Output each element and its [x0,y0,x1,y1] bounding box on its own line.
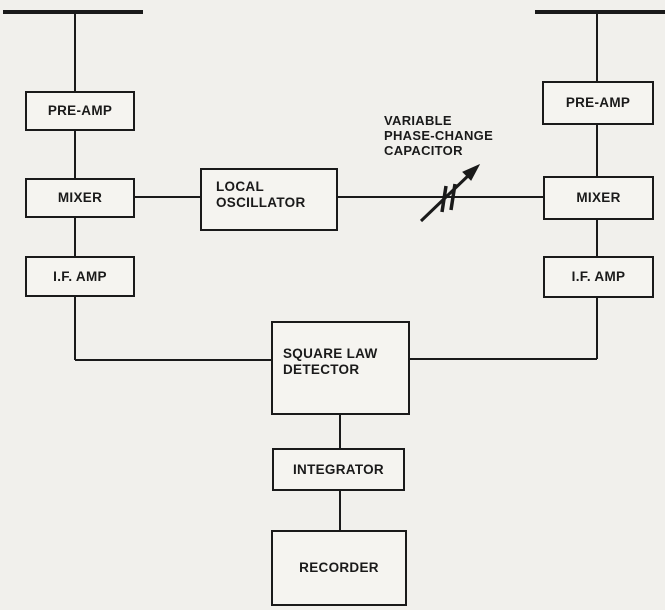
capacitor-label-line3: CAPACITOR [384,143,463,158]
capacitor-label-line1: VARIABLE [384,113,452,128]
preamp-left-block: PRE-AMP [25,91,135,131]
local-oscillator-label-line1: LOCAL [216,179,264,194]
local-oscillator-label-line2: OSCILLATOR [216,195,306,210]
integrator-block: INTEGRATOR [272,448,405,491]
square-law-detector-block: SQUARE LAW DETECTOR [271,321,410,415]
recorder-block: RECORDER [271,530,407,606]
detector-label-line2: DETECTOR [283,362,360,377]
detector-label-line1: SQUARE LAW [283,346,378,361]
mixer-left-block: MIXER [25,178,135,218]
capacitor-label: VARIABLE PHASE-CHANGE CAPACITOR [384,113,493,158]
preamp-right-block: PRE-AMP [542,81,654,125]
recorder-label: RECORDER [299,560,379,575]
capacitor-label-line2: PHASE-CHANGE [384,128,494,143]
integrator-label: INTEGRATOR [292,461,384,477]
ifamp-left-block: I.F. AMP [25,256,135,297]
mixer-left-label: MIXER [57,190,103,205]
local-oscillator-block: LOCAL OSCILLATOR [200,168,338,231]
preamp-right-label: PRE-AMP [565,95,631,110]
ifamp-left-label: I.F. AMP [53,268,107,284]
mixer-right-block: MIXER [543,176,654,220]
ifamp-right-block: I.F. AMP [543,256,654,298]
mixer-right-label: MIXER [576,190,621,205]
preamp-left-label: PRE-AMP [47,103,113,118]
ifamp-right-label: I.F. AMP [571,269,626,284]
variable-capacitor-icon [419,163,481,223]
